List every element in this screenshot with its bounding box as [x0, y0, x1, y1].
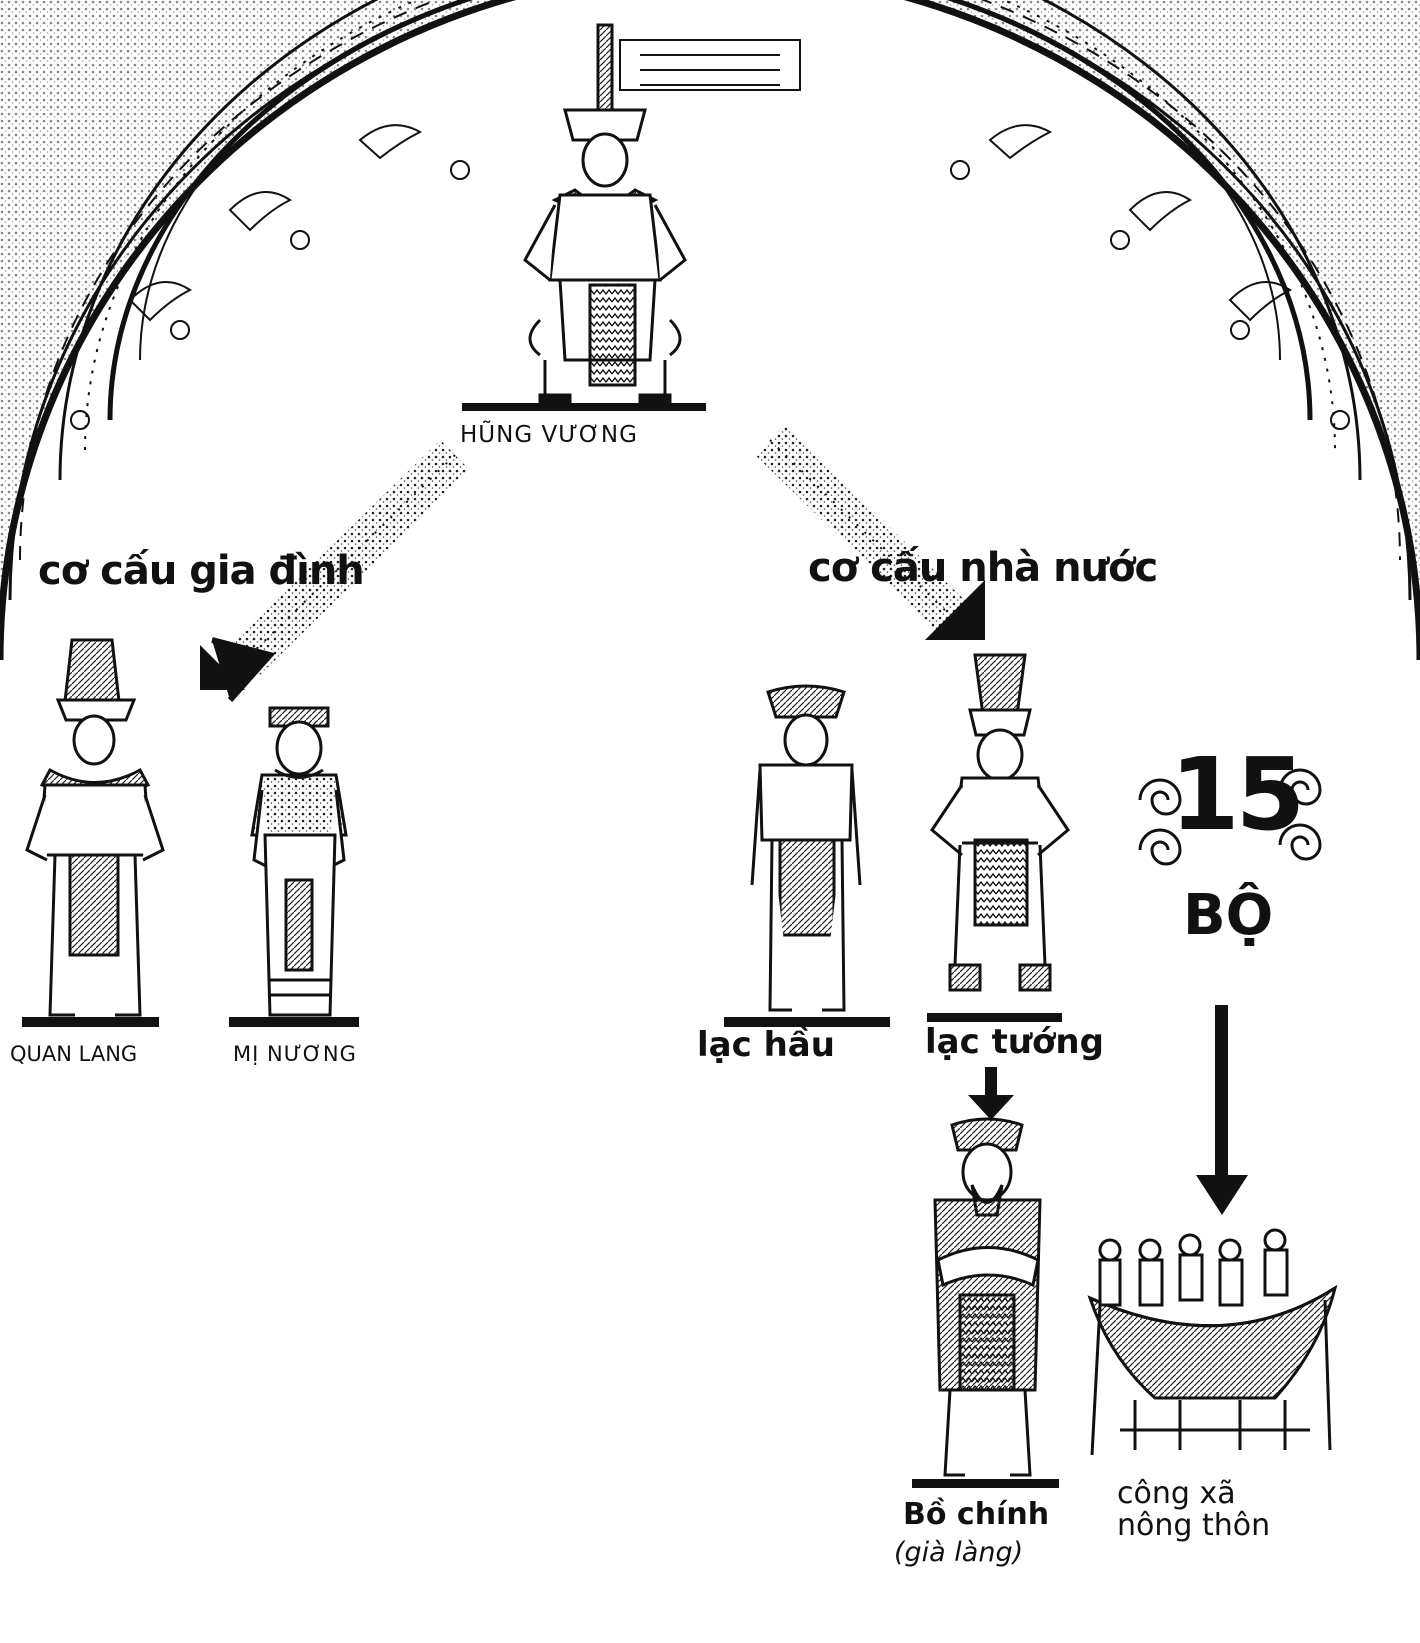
commune-label-line2: nông thôn	[1117, 1508, 1271, 1543]
commune-villagers-icon	[1087, 1228, 1338, 1456]
state-structure-label: cơ cấu nhà nước	[808, 545, 1158, 591]
mi-nuong-pedestal	[229, 1017, 359, 1027]
mi-nuong-figure	[250, 706, 348, 1017]
bo-chinh-pedestal	[912, 1479, 1059, 1488]
hung-vuong-figure	[523, 23, 687, 409]
divisions-unit: BỘ	[1183, 883, 1274, 948]
mi-nuong-label: MỊ NƯƠNG	[233, 1042, 357, 1066]
arrow-to-family	[200, 439, 470, 702]
bo-chinh-note: (già làng)	[894, 1537, 1024, 1568]
spiral-ornament-icon	[1138, 768, 1322, 866]
arrow-to-bo-chinh	[968, 1067, 1014, 1120]
king-label: HŨNG VƯƠNG	[460, 422, 638, 448]
lac-hau-pedestal	[724, 1017, 890, 1027]
bo-chinh-label: Bồ chính	[903, 1497, 1050, 1532]
commune-label-line1: công xã	[1117, 1476, 1236, 1511]
quan-lang-pedestal	[22, 1017, 159, 1027]
bo-chinh-figure	[933, 1117, 1042, 1477]
lac-tuong-figure	[930, 653, 1070, 992]
arrow-to-state	[755, 424, 985, 640]
lac-tuong-label: lạc tướng	[925, 1022, 1104, 1062]
lac-hau-label: lạc hầu	[697, 1025, 835, 1065]
drum-arch-border	[0, 0, 1420, 661]
quan-lang-label: QUAN LANG	[10, 1042, 138, 1066]
divisions-number: 15	[1170, 736, 1305, 853]
lac-hau-figure	[750, 684, 862, 1012]
family-structure-label: cơ cấu gia đình	[38, 548, 365, 594]
quan-lang-figure	[25, 638, 165, 1017]
king-pedestal	[462, 403, 706, 411]
lac-tuong-pedestal	[927, 1013, 1062, 1022]
arrow-to-commune	[1196, 1005, 1248, 1215]
